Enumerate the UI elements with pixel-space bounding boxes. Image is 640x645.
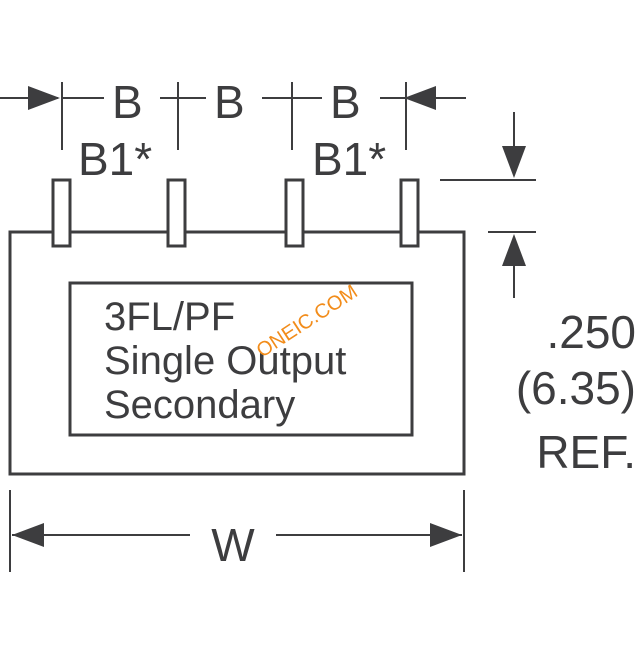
height-ref-label: REF. [536, 426, 636, 478]
width-dimension: W [9, 490, 465, 572]
pitch-dimension: B B B B1* B1* [0, 76, 466, 185]
right-arrow-head [430, 523, 462, 547]
body-text-line-2: Single Output [104, 339, 346, 383]
pitch-label-2: B [214, 76, 245, 128]
width-label: W [211, 519, 255, 571]
down-arrow-head [502, 146, 526, 178]
body-text-line-3: Secondary [104, 383, 295, 427]
height-value-inch: .250 [546, 306, 636, 358]
left-arrow-head [28, 86, 60, 110]
pitch-label-1: B [112, 76, 143, 128]
pitch-label-3: B [330, 76, 361, 128]
component-body [8, 230, 466, 476]
pins [51, 178, 420, 248]
pin-label-left: B1* [78, 133, 152, 185]
height-value-mm: (6.35) [516, 362, 636, 414]
height-dimension: .250 (6.35) REF. [440, 112, 636, 478]
label-box [68, 281, 414, 437]
up-arrow-head [502, 234, 526, 266]
right-arrow-head [404, 86, 436, 110]
pin-label-right: B1* [312, 133, 386, 185]
left-arrow-head [12, 523, 44, 547]
body-text-line-1: 3FL/PF [104, 295, 235, 339]
